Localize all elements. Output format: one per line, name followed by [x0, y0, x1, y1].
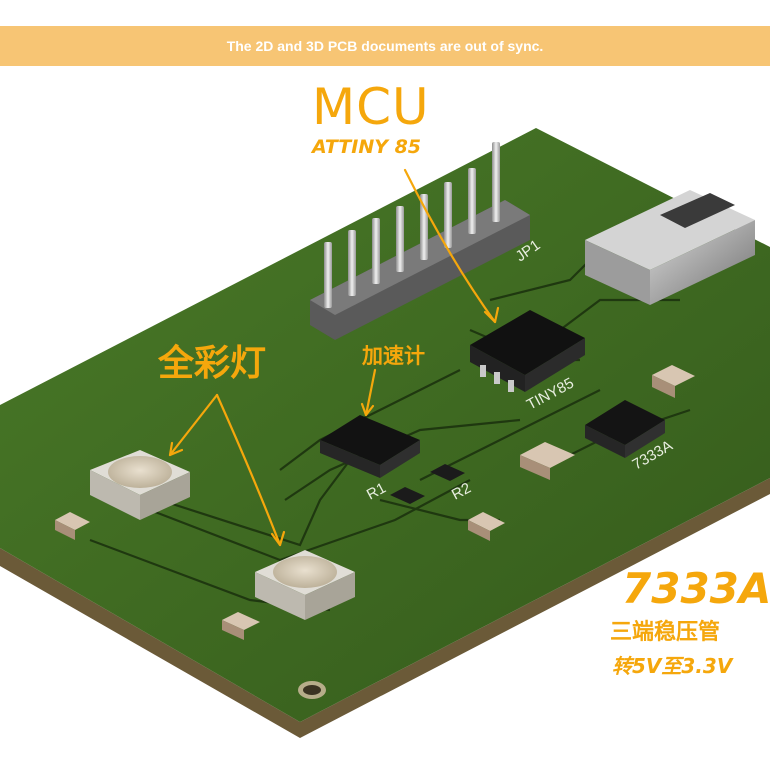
- mcu-annotation-subtitle: ATTINY 85: [312, 136, 422, 158]
- rgb-led-annotation: 全彩灯: [158, 343, 267, 384]
- regulator-annotation-conversion: 转5V至3.3V: [612, 654, 733, 678]
- sync-warning-banner: The 2D and 3D PCB documents are out of s…: [0, 26, 770, 66]
- regulator-annotation-desc: 三端稳压管: [610, 620, 721, 645]
- sync-warning-text: The 2D and 3D PCB documents are out of s…: [226, 38, 544, 54]
- annotation-arrows: [168, 168, 500, 547]
- mcu-annotation-title: MCU: [312, 78, 430, 136]
- usb-connector: [585, 190, 755, 305]
- rgb-led-2: [255, 550, 355, 620]
- pcb-board: [0, 128, 770, 738]
- accelerometer-annotation: 加速计: [362, 344, 425, 368]
- accelerometer-chip: [320, 415, 420, 478]
- rgb-led-1: [90, 450, 190, 520]
- regulator-annotation-title: 7333A: [622, 564, 770, 613]
